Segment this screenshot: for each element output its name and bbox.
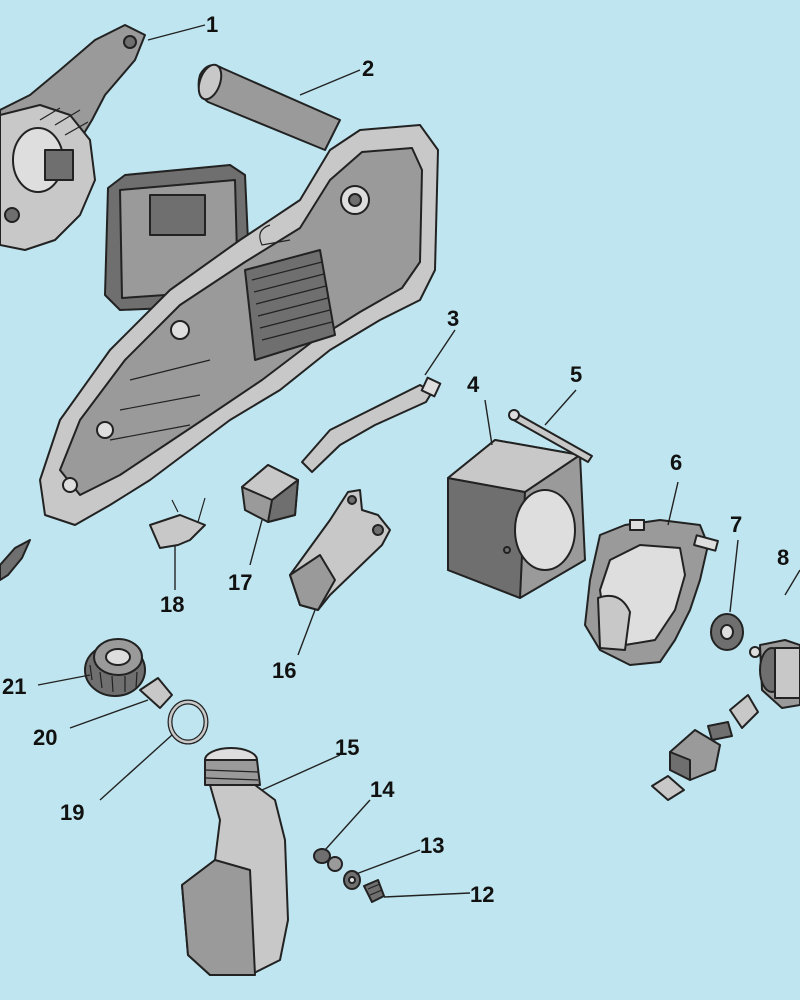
part-17-cube-block	[241, 464, 299, 523]
part-6-curved-cover	[584, 519, 719, 666]
part-19-o-ring	[167, 699, 209, 745]
callout-1: 1	[206, 12, 218, 37]
leader-lines	[37, 24, 800, 898]
callout-21: 21	[2, 674, 26, 699]
part-4-bearing-housing	[447, 439, 586, 599]
part-20-filter	[139, 677, 173, 709]
callout-7: 7	[730, 512, 742, 537]
part-15-oil-tank	[181, 747, 289, 976]
part-5-pin	[508, 409, 593, 463]
part-13-nut	[343, 870, 361, 890]
callout-18: 18	[160, 592, 184, 617]
callout-5: 5	[570, 362, 582, 387]
part-16-lever-bracket	[289, 489, 391, 611]
part-12-screw	[363, 879, 385, 903]
housing-gear-grill	[244, 249, 336, 361]
switch-parts	[651, 694, 759, 801]
callout-20: 20	[33, 725, 57, 750]
part-21-oil-cap	[84, 638, 146, 697]
callout-8: 8	[777, 545, 789, 570]
part-18-clip	[149, 497, 206, 549]
part-1-handle-cover	[0, 24, 146, 251]
callout-14: 14	[370, 777, 395, 802]
callout-13: 13	[420, 833, 444, 858]
callout-15: 15	[335, 735, 359, 760]
part-8-gear-shaft	[749, 639, 800, 709]
callout-6: 6	[670, 450, 682, 475]
part-7-washer	[710, 613, 744, 651]
callout-16: 16	[272, 658, 296, 683]
callout-2: 2	[362, 56, 374, 81]
callout-labels: 1 2 3 4 5 6 7 8 12 13 14 15 16 17 18 19 …	[2, 12, 789, 907]
part-2-main-housing	[0, 63, 439, 581]
callout-3: 3	[447, 306, 459, 331]
part-3-wire-link	[301, 376, 442, 473]
callout-17: 17	[228, 570, 252, 595]
callout-19: 19	[60, 800, 84, 825]
callout-4: 4	[467, 372, 480, 397]
callout-12: 12	[470, 882, 494, 907]
part-14-valve	[313, 848, 343, 872]
